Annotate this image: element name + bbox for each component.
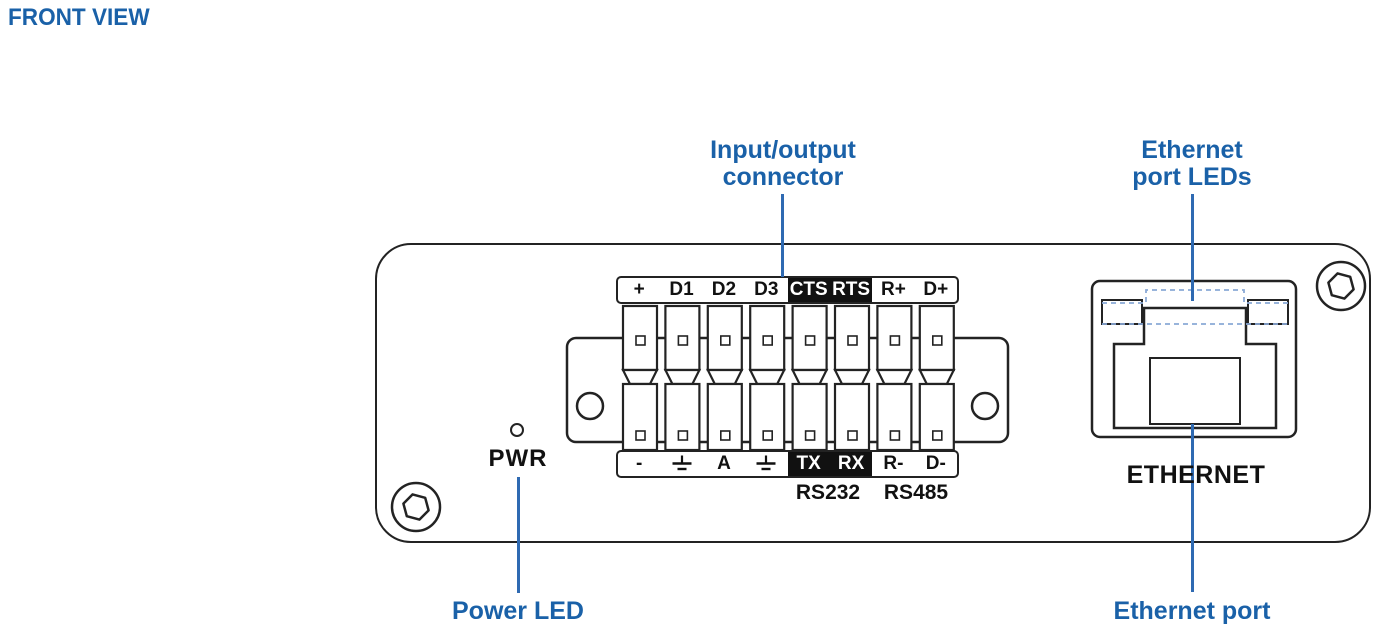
page-title: FRONT VIEW [8, 4, 150, 31]
terminal-pin-label: + [633, 279, 645, 300]
terminal-pin-label: RTS [829, 278, 873, 302]
hex-screw-icon [1315, 260, 1367, 312]
terminal-pin-label: TX [787, 452, 830, 476]
callout-line: Ethernet [1141, 136, 1243, 164]
ethernet-jack [1090, 279, 1298, 439]
ground-icon [745, 452, 787, 476]
terminal-pin-label: RX [829, 452, 873, 476]
ground-icon [672, 455, 692, 471]
leader-line-ethernet-port-leds [1191, 194, 1194, 301]
ethernet-port-label: ETHERNET [1126, 461, 1266, 489]
leader-line-power-led [517, 477, 520, 593]
terminal-pin-label: D2 [711, 279, 737, 300]
serial-standard-rs232: RS232 [795, 481, 861, 504]
callout-line: connector [722, 163, 844, 191]
ethernet-led-right [1247, 299, 1289, 325]
terminal-pin-label: R- [883, 453, 904, 474]
power-led-indicator [510, 423, 524, 437]
terminal-pin-label: D3 [754, 279, 779, 300]
leader-line-ethernet-port [1191, 424, 1194, 592]
terminal-pin-label: - [636, 453, 643, 474]
ground-icon [660, 452, 702, 476]
callout-io-connector: Input/output connector [683, 137, 883, 191]
terminal-pin-label: D- [925, 453, 946, 474]
terminal-pin-label: R+ [881, 279, 906, 300]
callout-line: port LEDs [1132, 163, 1252, 191]
power-led-label: PWR [488, 445, 548, 472]
terminal-pin-label: CTS [787, 278, 830, 302]
terminal-pin-label: D1 [669, 279, 694, 300]
callout-line: Input/output [710, 136, 856, 164]
mounting-hole-right [970, 391, 1000, 421]
callout-power-led: Power LED [452, 597, 584, 625]
callout-ethernet-port: Ethernet port [1113, 597, 1271, 625]
ground-icon [756, 455, 776, 471]
ethernet-led-left [1101, 299, 1143, 325]
led-light-pipe-dashes [1102, 289, 1288, 304]
leader-line-io-connector [781, 194, 784, 277]
terminal-pin-label: D+ [923, 279, 949, 300]
hex-screw-icon [390, 481, 442, 533]
terminal-pin-label: A [717, 453, 731, 474]
callout-ethernet-port-leds: Ethernet port LEDs [1092, 137, 1292, 191]
mounting-hole-left [575, 391, 605, 421]
serial-standard-rs485: RS485 [883, 481, 949, 504]
